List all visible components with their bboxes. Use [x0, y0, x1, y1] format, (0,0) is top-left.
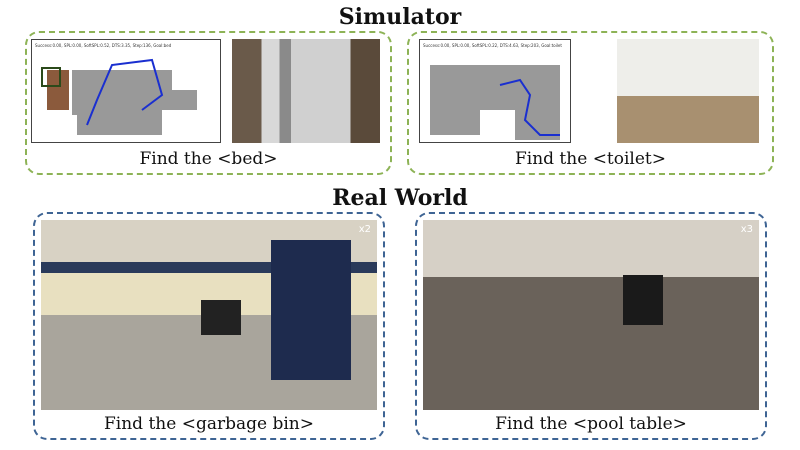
- map-drawing: [41, 58, 197, 135]
- real-panel-pool-table: x3 Find the <pool table>: [415, 212, 767, 440]
- caption: Find the <toilet>: [514, 149, 667, 169]
- caption: Find the <bed>: [139, 149, 278, 169]
- sim-panel-bed: Success:0.00, SPL:0.00, SoftSPL:0.52, DT…: [25, 31, 392, 175]
- sim-panel-toilet: Success:0.00, SPL:0.00, SoftSPL:0.22, DT…: [407, 31, 774, 175]
- speed-badge: x3: [740, 224, 753, 235]
- robot: [201, 300, 241, 335]
- speed-badge: x2: [358, 224, 371, 235]
- map-drawing: [430, 65, 560, 140]
- egocentric-view: [232, 39, 380, 143]
- real-world-title: Real World: [332, 185, 468, 211]
- map-stats: Success:0.00, SPL:0.00, SoftSPL:0.52, DT…: [35, 43, 172, 48]
- caption: Find the <pool table>: [495, 414, 687, 434]
- robot-photo: x3: [423, 220, 759, 410]
- map-stats: Success:0.00, SPL:0.00, SoftSPL:0.22, DT…: [423, 43, 562, 48]
- robot: [623, 275, 663, 325]
- robot-photo: x2: [41, 220, 377, 410]
- cabinet: [271, 240, 351, 380]
- topdown-map: Success:0.00, SPL:0.00, SoftSPL:0.52, DT…: [31, 39, 221, 143]
- caption: Find the <garbage bin>: [104, 414, 314, 434]
- egocentric-view: [617, 39, 759, 143]
- topdown-map: Success:0.00, SPL:0.00, SoftSPL:0.22, DT…: [419, 39, 571, 143]
- real-panel-garbage-bin: x2 Find the <garbage bin>: [33, 212, 385, 440]
- simulator-title: Simulator: [338, 4, 462, 30]
